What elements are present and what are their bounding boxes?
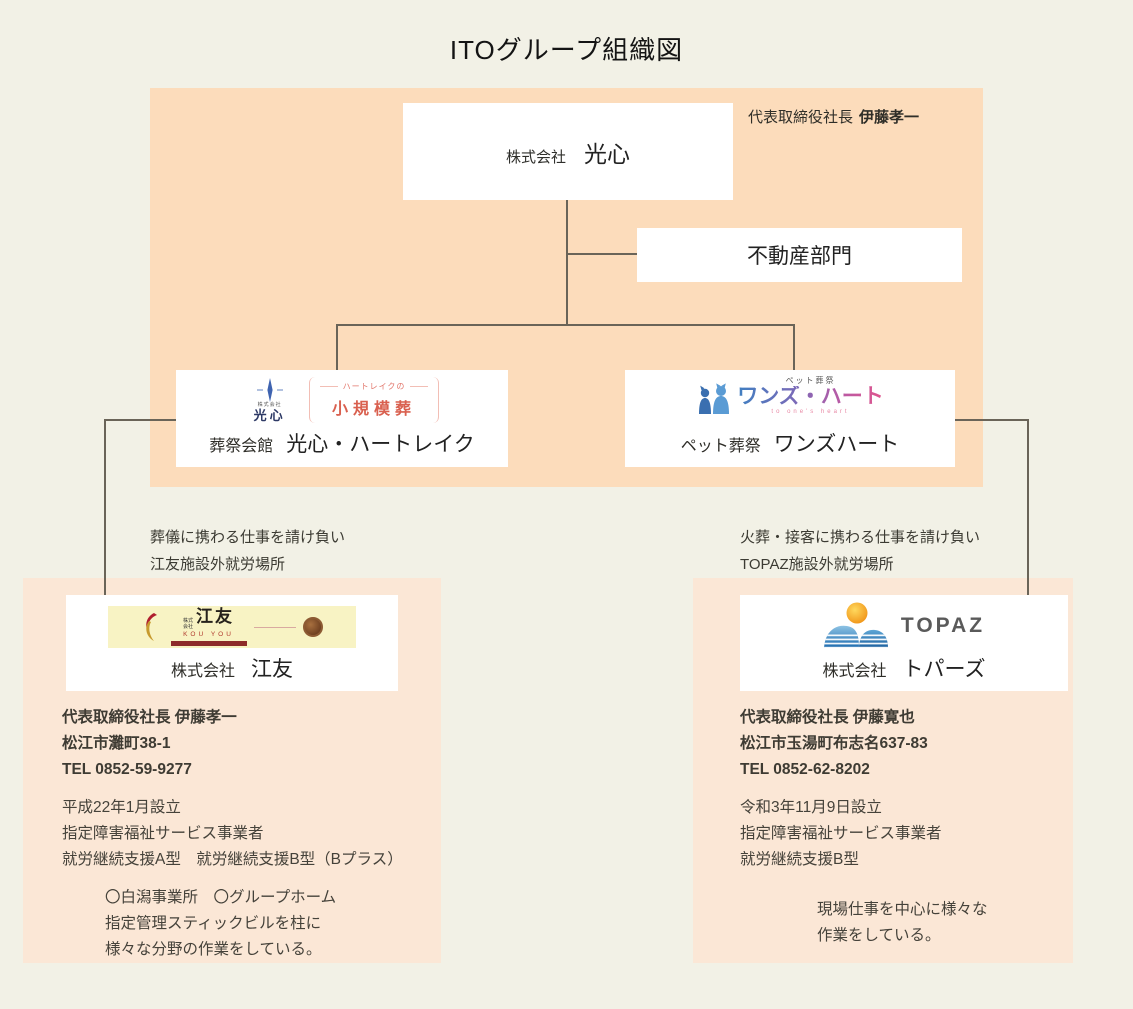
topaz-logo-text: TOPAZ [900,614,986,637]
president-title: 代表取締役社長 [748,109,854,126]
koyu-note: 葬儀に携わる仕事を請け負い 江友施設外就労場所 [150,524,345,578]
shokibo-rule-right [410,386,429,387]
topaz-contact-address: 松江市玉湯町布志名637-83 [740,735,928,752]
koyu-logo-company: 株式会社 [182,618,193,631]
president-name: 伊藤孝一 [859,109,920,126]
koyu-logo-romaji: KOU YOU [183,631,234,639]
koyu-activities-line2: 指定管理スティックビルを柱に [105,915,322,932]
parent-company-name: 光心 [584,140,630,167]
connector-topaz-vertical [1027,419,1029,601]
koyu-logo-bar [170,640,247,646]
wans-heart-subtext: to one's heart [771,409,850,415]
topaz-note-line1: 火葬・接客に携わる仕事を請け負い [740,529,981,546]
topaz-note-line2: TOPAZ施設外就労場所 [740,556,894,573]
topaz-info: 令和3年11月9日設立 指定障害福祉サービス事業者 就労継続支援B型 [740,795,1080,873]
koshin-sparkle-icon [256,378,283,402]
shokibo-tagline: ハートレイクの [342,382,406,391]
koyu-info-support-type: 就労継続支援A型 就労継続支援B型（Bプラス） [62,851,403,868]
topaz-info-designation: 指定障害福祉サービス事業者 [740,825,942,842]
connector-koyu-horizontal [104,419,176,421]
topaz-info-support-type: 就労継続支援B型 [740,851,859,868]
connector-parent-vertical [566,200,568,326]
pet-funeral-name: ワンズハート [773,433,900,456]
shokibo-rule-left [319,386,338,387]
koyu-emblem-icon [302,617,323,637]
parent-company-prefix: 株式会社 [505,148,566,166]
wans-heart-animals-icon [699,383,730,414]
topaz-activities: 現場仕事を中心に様々な 作業をしている。 [817,897,1080,949]
koyu-logo-rule [253,626,296,628]
funeral-hall-name: 光心・ハートレイク [286,433,475,456]
shokibo-logo: ハートレイクの 小規模葬 [308,377,440,423]
connector-pet-drop [793,324,795,370]
topaz-activities-line2: 作業をしている。 [817,927,941,944]
koyu-logo-name: 江友 [196,607,234,627]
wans-heart-name: ワンズ・ハート [737,385,884,408]
topaz-contact-tel: TEL 0852-62-8202 [740,761,870,778]
koyu-logo: 株式会社 江友 KOU YOU [108,606,356,648]
node-koyu: 株式会社 江友 KOU YOU 株式会社 江友 [66,595,398,691]
connector-branch-horizontal [337,324,795,326]
page-title: ITOグループ組織図 [449,35,684,65]
koshin-logo-name: 光心 [253,408,286,423]
topaz-contact: 代表取締役社長 伊藤寛也 松江市玉湯町布志名637-83 TEL 0852-62… [740,705,1080,783]
node-topaz: TOPAZ 株式会社 トパーズ [740,595,1068,691]
koyu-activities-line1: 〇白潟事業所 〇グループホーム [105,889,337,906]
president-caption: 代表取締役社長伊藤孝一 [748,106,919,127]
koyu-phoenix-icon [145,613,157,641]
koyu-activities: 〇白潟事業所 〇グループホーム 指定管理スティックビルを柱に 様々な分野の作業を… [105,885,442,963]
connector-koyu-vertical [104,419,106,601]
topaz-details: 代表取締役社長 伊藤寛也 松江市玉湯町布志名637-83 TEL 0852-62… [740,705,1080,961]
topaz-note: 火葬・接客に携わる仕事を請け負い TOPAZ施設外就労場所 [740,524,980,578]
koyu-info-designation: 指定障害福祉サービス事業者 [62,825,264,842]
connector-realestate-horizontal [567,253,637,255]
koyu-details: 代表取締役社長 伊藤孝一 松江市灘町38-1 TEL 0852-59-9277 … [62,705,442,975]
pet-funeral-prefix: ペット葬祭 [680,438,761,455]
koyu-company-prefix: 株式会社 [170,663,235,680]
koyu-info-founded: 平成22年1月設立 [62,799,181,816]
topaz-logo: TOPAZ [823,601,985,651]
node-real-estate: 不動産部門 [637,228,962,282]
real-estate-label: 不動産部門 [747,245,852,268]
koyu-contact-address: 松江市灘町38-1 [62,735,171,752]
topaz-company-name: トパーズ [902,658,986,681]
shokibo-name: 小規模葬 [331,401,416,418]
koyu-contact: 代表取締役社長 伊藤孝一 松江市灘町38-1 TEL 0852-59-9277 [62,705,442,783]
wans-heart-tagline: ペット葬祭 [785,376,836,385]
koyu-note-line2: 江友施設外就労場所 [150,556,286,573]
koyu-activities-line3: 様々な分野の作業をしている。 [105,941,322,958]
koshin-logo-company: 株式会社 [257,402,282,408]
topaz-info-founded: 令和3年11月9日設立 [740,799,882,816]
topaz-activities-line1: 現場仕事を中心に様々な [817,901,988,918]
connector-funeral-drop [336,324,338,370]
koyu-company-name: 江友 [251,658,293,681]
koyu-contact-president: 代表取締役社長 伊藤孝一 [62,709,237,726]
koyu-note-line1: 葬儀に携わる仕事を請け負い [150,529,346,546]
node-funeral-hall: 株式会社 光心 ハートレイクの 小規模葬 葬祭会館 光心・ハートレイク [176,370,508,467]
funeral-hall-prefix: 葬祭会館 [209,438,274,455]
node-parent-company: 株式会社 光心 [403,103,733,200]
wans-heart-logo: ペット葬祭 ワンズ・ハート to one's heart [696,377,884,415]
koyu-info: 平成22年1月設立 指定障害福祉サービス事業者 就労継続支援A型 就労継続支援B… [62,795,442,873]
topaz-sun-waves-icon [823,602,888,648]
connector-topaz-horizontal [955,419,1029,421]
node-pet-funeral: ペット葬祭 ワンズ・ハート to one's heart ペット葬祭 ワンズハー… [625,370,955,467]
koshin-logo: 株式会社 光心 [245,378,295,422]
koyu-contact-tel: TEL 0852-59-9277 [62,761,192,778]
topaz-contact-president: 代表取締役社長 伊藤寛也 [740,709,915,726]
topaz-company-prefix: 株式会社 [822,663,887,680]
funeral-hall-logos: 株式会社 光心 ハートレイクの 小規模葬 [245,377,440,423]
